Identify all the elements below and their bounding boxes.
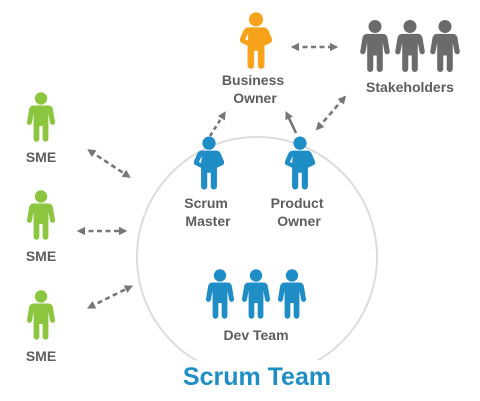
dev-team-person-icon [206,269,234,319]
dev-team-person-icon [242,269,270,319]
dev-team-label: Dev Team [223,327,288,343]
arrow-product-owner-stakeholders [315,95,347,131]
scrum-master-label-line-1: Scrum [184,195,228,211]
scrum-master-person-icon [194,136,224,190]
sme-label: SME [26,248,56,264]
stakeholder-person-icon [395,20,425,72]
sme-group [27,92,55,340]
scrum-master-label: Scrum Master [184,195,231,229]
arrow-sme-3 [87,285,133,309]
scrum-team-title: Scrum Team [183,363,331,391]
business-owner-label-line-2: Owner [233,90,277,106]
business-owner-label: Business Owner [222,72,288,106]
product-owner-label: Product Owner [271,195,328,229]
dev-team-person-icon [278,269,306,319]
arrow-sme-1 [87,149,131,178]
sme-label: SME [26,348,56,364]
scrum-master-label-line-2: Master [185,213,231,229]
sme-person-icon [27,290,55,340]
product-owner-person-icon [285,136,315,190]
product-owner-label-line-2: Owner [277,213,321,229]
arrow-scrum-master-business-owner [208,111,226,137]
dev-team-group [206,269,306,319]
sme-person-icon [27,92,55,142]
scrum-team-title-backdrop [168,360,346,394]
arrow-product-owner-business-owner [285,110,298,134]
product-owner-label-line-1: Product [271,195,324,211]
stakeholders-label: Stakeholders [366,79,454,95]
stakeholders-group [360,20,460,72]
stakeholder-person-icon [430,20,460,72]
sme-label: SME [26,149,56,165]
business-owner-label-line-1: Business [222,72,284,88]
business-owner-person-icon [240,12,272,69]
stakeholder-person-icon [360,20,390,72]
connector-arrows [76,42,347,309]
sme-person-icon [27,190,55,240]
